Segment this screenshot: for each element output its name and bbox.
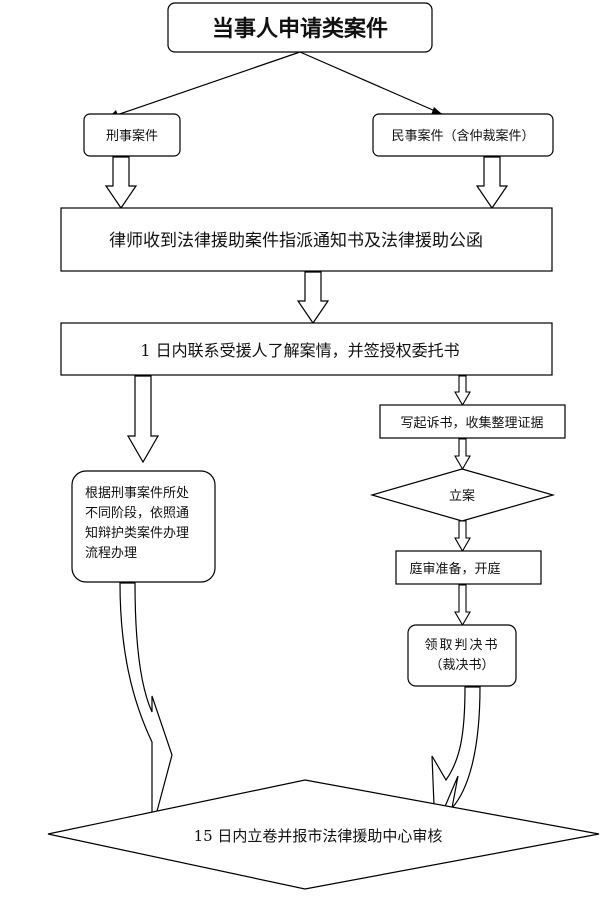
block-arrow-to-contact bbox=[296, 271, 330, 325]
arrow-to-trial bbox=[454, 520, 471, 553]
judgment-line-1: 领取判决书 bbox=[424, 638, 499, 653]
receive-notice-box bbox=[60, 207, 553, 272]
civil-branch-label: 民事案件（含仲裁案件） bbox=[391, 128, 534, 144]
judgment-box bbox=[407, 624, 517, 687]
page-title: 当事人申请类案件 bbox=[212, 16, 388, 42]
curved-arrow-right bbox=[431, 686, 481, 831]
criminal-process-box bbox=[71, 470, 216, 583]
trial-box bbox=[395, 550, 542, 585]
block-arrow-criminal-down bbox=[104, 156, 138, 210]
draft-complaint-box bbox=[379, 404, 566, 439]
title-box bbox=[167, 2, 433, 53]
criminal-branch-box bbox=[83, 113, 181, 157]
criminal-process-line-3: 知辩护类案件办理 bbox=[85, 525, 189, 541]
contact-client-box bbox=[60, 322, 553, 376]
contact-client-text: 1 日内联系受援人了解案情，并签授权委托书 bbox=[140, 341, 459, 360]
criminal-process-line-4: 流程办理 bbox=[85, 546, 137, 561]
connector-title-civil bbox=[299, 51, 443, 115]
final-review-diamond bbox=[47, 779, 600, 890]
arrow-to-file-case bbox=[454, 438, 471, 471]
arrowhead-civil bbox=[431, 107, 442, 115]
arrow-to-judgment bbox=[454, 584, 471, 627]
connector-title-criminal bbox=[107, 51, 301, 119]
receive-notice-text: 律师收到法律援助案件指派通知书及法律援助公函 bbox=[109, 231, 483, 251]
final-review-text: 15 日内立卷并报市法律援助中心审核 bbox=[194, 827, 443, 845]
judgment-line-2: （裁决书） bbox=[429, 657, 494, 673]
arrow-to-draft-complaint bbox=[454, 375, 471, 407]
criminal-process-line-2: 不同阶段，依照通 bbox=[85, 506, 189, 521]
block-arrow-civil-down bbox=[475, 156, 509, 210]
curved-arrow-left bbox=[119, 582, 173, 831]
file-case-text: 立案 bbox=[449, 489, 475, 504]
criminal-branch-label: 刑事案件 bbox=[106, 129, 158, 144]
civil-branch-box bbox=[372, 113, 554, 157]
draft-complaint-text: 写起诉书，收集整理证据 bbox=[400, 415, 543, 431]
trial-text: 庭审准备，开庭 bbox=[409, 561, 500, 577]
criminal-process-line-1: 根据刑事案件所处 bbox=[85, 486, 189, 501]
block-arrow-to-criminal-process bbox=[126, 375, 160, 464]
